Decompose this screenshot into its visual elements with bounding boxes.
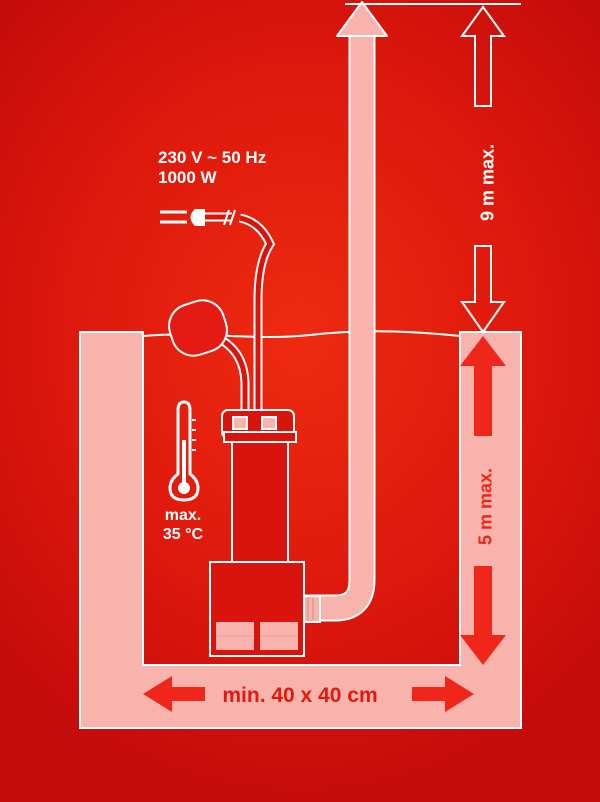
immersion-depth-label: 5 m max. <box>475 467 496 546</box>
pump-icon <box>209 409 321 657</box>
voltage-text: 230 V ~ 50 Hz <box>158 148 267 167</box>
depth-arrow <box>460 336 506 665</box>
thermometer-icon <box>168 400 200 502</box>
temperature-max-text: max. <box>164 507 202 524</box>
wattage-text: 1000 W <box>158 168 217 187</box>
power-plug-icon <box>160 209 276 420</box>
shaft-size-label: min. 40 x 40 cm <box>222 684 378 707</box>
temperature-value-text: 35 °C <box>162 526 204 543</box>
water-temperature-label: max. 35 °C <box>150 506 216 544</box>
height-arrows <box>460 5 521 334</box>
width-arrow <box>143 676 474 712</box>
hose-icon <box>305 1 388 622</box>
power-supply-label: 230 V ~ 50 Hz 1000 W <box>158 148 266 188</box>
delivery-height-label: 9 m max. <box>477 143 498 222</box>
float-switch-icon <box>168 299 250 420</box>
shaft-walls <box>79 331 522 729</box>
